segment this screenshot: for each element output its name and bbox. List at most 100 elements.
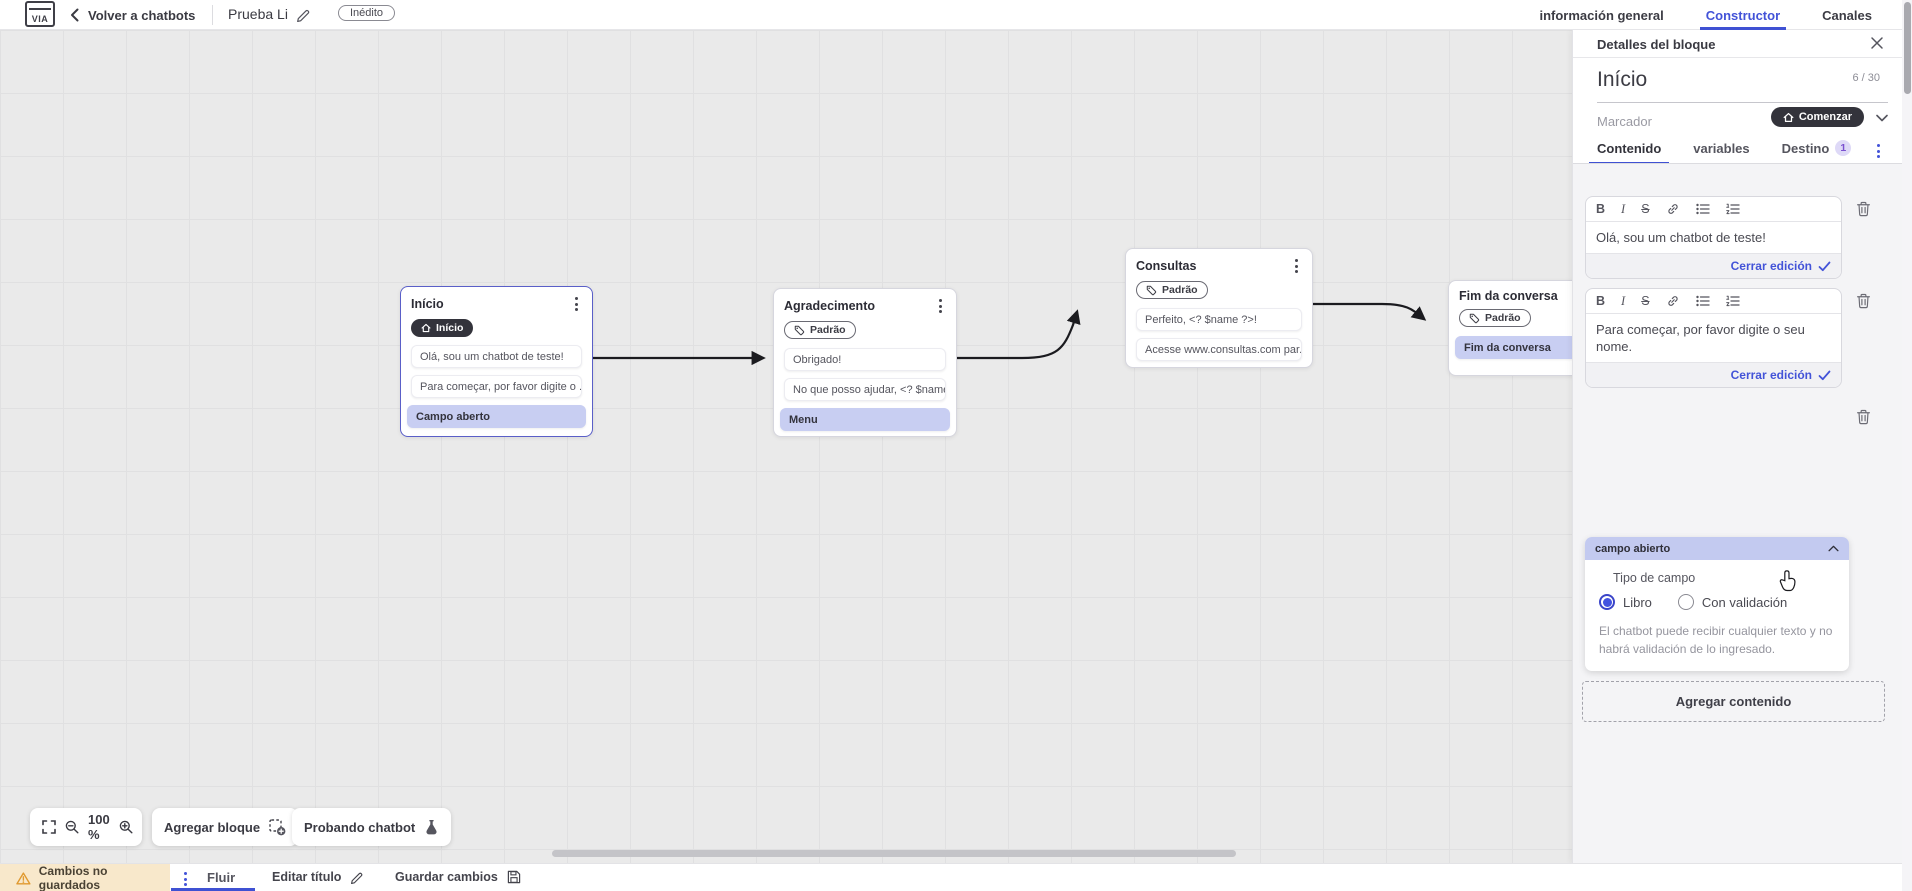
block-inicio-row-message-2[interactable]: Para começar, por favor digite o ... <box>411 375 582 398</box>
block-inicio-menu-icon[interactable] <box>571 295 582 313</box>
delete-message-2-icon[interactable] <box>1856 293 1871 309</box>
block-consultas-row-message-2[interactable]: Acesse www.consultas.com par... <box>1136 337 1302 361</box>
field-helper-text: El chatbot puede recibir cualquier texto… <box>1599 624 1833 656</box>
block-inicio-row-open-field[interactable]: Campo aberto <box>407 405 586 428</box>
editor1-text[interactable]: Olá, sou um chatbot de teste! <box>1586 222 1841 253</box>
tab-canales[interactable]: Canales <box>1822 7 1872 23</box>
block-fim-da-conversa[interactable]: Fim da conversa Padrão Fim da conversa <box>1448 280 1572 376</box>
radio-con-validacion-label[interactable]: Con validación <box>1701 594 1788 610</box>
zoom-controls: 100 % <box>30 808 142 846</box>
tab-contenido[interactable]: Contenido <box>1588 140 1670 165</box>
edit-title-pencil-icon[interactable] <box>296 7 311 22</box>
top-bar: VIA Volver a chatbots Prueba Li Inédito … <box>0 0 1912 30</box>
tab-destino[interactable]: Destino 1 <box>1782 140 1852 165</box>
open-field-header[interactable]: campo abierto <box>1585 537 1849 560</box>
add-block-button[interactable]: Agregar bloque <box>152 808 299 846</box>
radio-libro-label[interactable]: Libro <box>1623 594 1652 610</box>
open-field-title: campo abierto <box>1595 542 1671 555</box>
tab-variables[interactable]: variables <box>1693 140 1750 156</box>
app-logo[interactable]: VIA <box>25 1 55 27</box>
flow-tab-menu-icon[interactable] <box>180 870 191 888</box>
chatbot-title[interactable]: Prueba Li <box>228 6 288 22</box>
canvas-horizontal-scrollbar[interactable] <box>552 850 1236 857</box>
block-agradecimento-row-menu[interactable]: Menu <box>780 407 950 431</box>
logo-text: VIA <box>31 14 49 24</box>
marker-value-pill[interactable]: Comenzar <box>1770 107 1864 127</box>
editor2-close-edit-button[interactable]: Cerrar edición <box>1586 362 1841 387</box>
block-consultas-row-message-1[interactable]: Perfeito, <? $name ?>! <box>1136 307 1302 331</box>
link-icon[interactable] <box>1666 202 1680 216</box>
link-icon[interactable] <box>1666 294 1680 308</box>
block-inicio[interactable]: Início Início Olá, sou um chatbot de tes… <box>400 286 593 437</box>
panel-menu-icon[interactable] <box>1873 142 1884 160</box>
warning-icon <box>16 871 31 885</box>
editor1-close-edit-button[interactable]: Cerrar edición <box>1586 253 1841 278</box>
italic-icon[interactable]: I <box>1621 202 1626 216</box>
editor2-text[interactable]: Para começar, por favor digite o seu nom… <box>1586 314 1841 362</box>
connector-consultas-fim <box>1313 302 1427 321</box>
block-consultas[interactable]: Consultas Padrão Perfeito, <? $name ?>! … <box>1125 248 1313 368</box>
tab-constructor[interactable]: Constructor <box>1699 0 1787 30</box>
block-inicio-title: Início <box>411 297 444 311</box>
back-to-chatbots-button[interactable]: Volver a chatbots <box>70 0 195 30</box>
zoom-in-icon[interactable] <box>119 820 133 834</box>
block-details-panel: Detalles del bloque Início 6 / 30 Marcad… <box>1572 30 1902 863</box>
add-content-button[interactable]: Agregar contenido <box>1582 681 1885 722</box>
bold-icon[interactable]: B <box>1596 202 1606 216</box>
block-agradecimento-row-message-2[interactable]: No que posso ajudar, <? $name ... <box>784 377 946 401</box>
scrollbar-thumb[interactable] <box>1903 2 1911 94</box>
block-fim-badge: Padrão <box>1459 309 1531 327</box>
block-fim-row-end[interactable]: Fim da conversa <box>1455 335 1572 359</box>
delete-message-1-icon[interactable] <box>1856 201 1871 217</box>
block-inicio-badge: Início <box>411 319 474 337</box>
home-icon <box>421 323 431 333</box>
block-consultas-title: Consultas <box>1136 259 1197 273</box>
chevron-down-icon[interactable] <box>1876 114 1888 122</box>
numbered-list-icon[interactable] <box>1725 295 1740 307</box>
save-changes-button[interactable]: Guardar cambios <box>395 870 521 884</box>
message-editor-1: B I S Olá, sou um chatbot de teste! Cer <box>1585 196 1842 279</box>
test-chatbot-label: Probando chatbot <box>304 819 416 835</box>
block-agradecimento-row-message-1[interactable]: Obrigado! <box>784 347 946 371</box>
block-agradecimento-title: Agradecimento <box>784 299 875 313</box>
editor1-toolbar: B I S <box>1586 197 1841 222</box>
zoom-out-icon[interactable] <box>65 820 79 834</box>
close-icon[interactable] <box>1870 36 1884 50</box>
radio-con-validacion[interactable] <box>1677 594 1694 610</box>
bullet-list-icon[interactable] <box>1695 295 1710 307</box>
block-agradecimento-menu-icon[interactable] <box>935 297 946 315</box>
marker-value: Comenzar <box>1798 111 1852 123</box>
edit-title-button[interactable]: Editar título <box>272 870 364 884</box>
numbered-list-icon[interactable] <box>1725 203 1740 215</box>
block-name-input[interactable]: Início <box>1597 68 1648 91</box>
marker-label: Marcador <box>1597 114 1652 129</box>
chevron-up-icon <box>1828 545 1839 552</box>
fit-screen-icon[interactable] <box>42 820 56 834</box>
strikethrough-icon[interactable]: S <box>1641 202 1650 216</box>
panel-title: Detalles del bloque <box>1597 37 1716 52</box>
open-field-body: Tipo de campo Libro Con validación El ch… <box>1585 560 1849 671</box>
panel-body: B I S Olá, sou um chatbot de teste! Cer <box>1573 163 1902 863</box>
back-label: Volver a chatbots <box>88 7 196 23</box>
strikethrough-icon[interactable]: S <box>1641 294 1650 308</box>
delete-open-field-icon[interactable] <box>1856 409 1871 425</box>
flow-canvas[interactable]: Início Início Olá, sou um chatbot de tes… <box>0 30 1572 863</box>
field-type-label: Tipo de campo <box>1613 571 1696 585</box>
tag-icon <box>1469 313 1480 323</box>
bold-icon[interactable]: B <box>1596 294 1606 308</box>
bullet-list-icon[interactable] <box>1695 203 1710 215</box>
panel-header: Detalles del bloque <box>1573 30 1902 58</box>
tab-informacion-general[interactable]: información general <box>1539 7 1664 23</box>
editor2-toolbar: B I S <box>1586 289 1841 314</box>
radio-libro[interactable] <box>1599 594 1615 610</box>
field-type-options: Libro Con validación <box>1599 594 1835 610</box>
tab-fluir[interactable]: Fluir <box>207 870 236 885</box>
block-inicio-row-message-1[interactable]: Olá, sou um chatbot de teste! <box>411 345 582 368</box>
name-underline <box>1597 102 1888 103</box>
page-vertical-scrollbar[interactable] <box>1902 0 1912 891</box>
home-icon <box>1783 112 1794 122</box>
block-agradecimento[interactable]: Agradecimento Padrão Obrigado! No que po… <box>773 288 957 437</box>
test-chatbot-button[interactable]: Probando chatbot <box>292 808 452 846</box>
block-consultas-menu-icon[interactable] <box>1291 257 1302 275</box>
italic-icon[interactable]: I <box>1621 294 1626 308</box>
